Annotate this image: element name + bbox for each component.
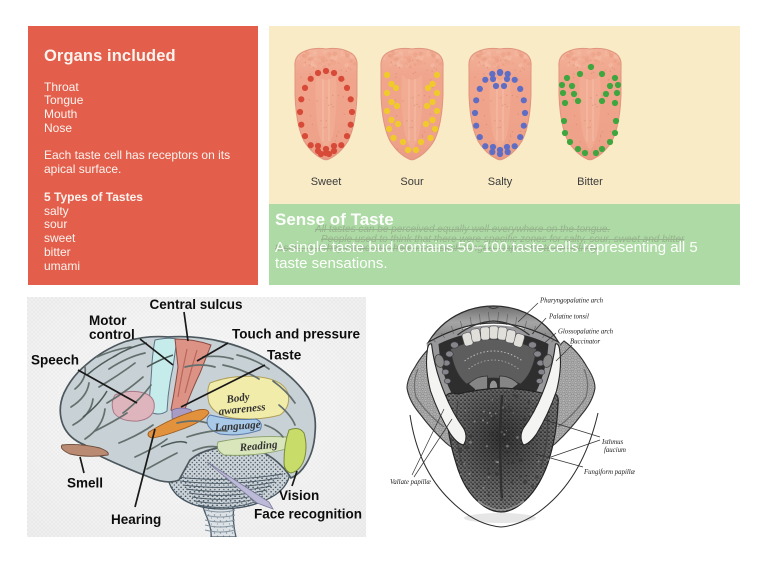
- svg-text:Taste: Taste: [267, 348, 302, 363]
- svg-text:Pharyngopalatine arch: Pharyngopalatine arch: [539, 298, 604, 305]
- svg-text:Central sulcus: Central sulcus: [149, 297, 242, 312]
- svg-text:Hearing: Hearing: [111, 512, 161, 527]
- svg-text:Face recognition: Face recognition: [254, 507, 362, 522]
- svg-text:Palatine tonsil: Palatine tonsil: [548, 314, 589, 321]
- svg-text:control: control: [89, 327, 135, 342]
- svg-text:awareness: awareness: [218, 401, 266, 418]
- svg-text:Language: Language: [213, 419, 261, 434]
- svg-text:Glossopalatine arch: Glossopalatine arch: [558, 329, 614, 336]
- svg-text:Vallate papillæ: Vallate papillæ: [390, 479, 431, 486]
- svg-text:Reading: Reading: [238, 439, 278, 454]
- svg-text:Fungiform papillæ: Fungiform papillæ: [583, 469, 636, 476]
- svg-text:Vision: Vision: [279, 488, 319, 503]
- svg-text:Body: Body: [225, 391, 251, 406]
- svg-text:Buccinator: Buccinator: [570, 339, 601, 346]
- svg-text:Touch and pressure: Touch and pressure: [232, 327, 361, 342]
- svg-text:Smell: Smell: [67, 476, 103, 491]
- svg-text:Isthmus: Isthmus: [601, 439, 624, 446]
- svg-text:Motor: Motor: [89, 313, 127, 328]
- svg-text:faucium: faucium: [604, 447, 626, 454]
- svg-text:Speech: Speech: [31, 353, 79, 368]
